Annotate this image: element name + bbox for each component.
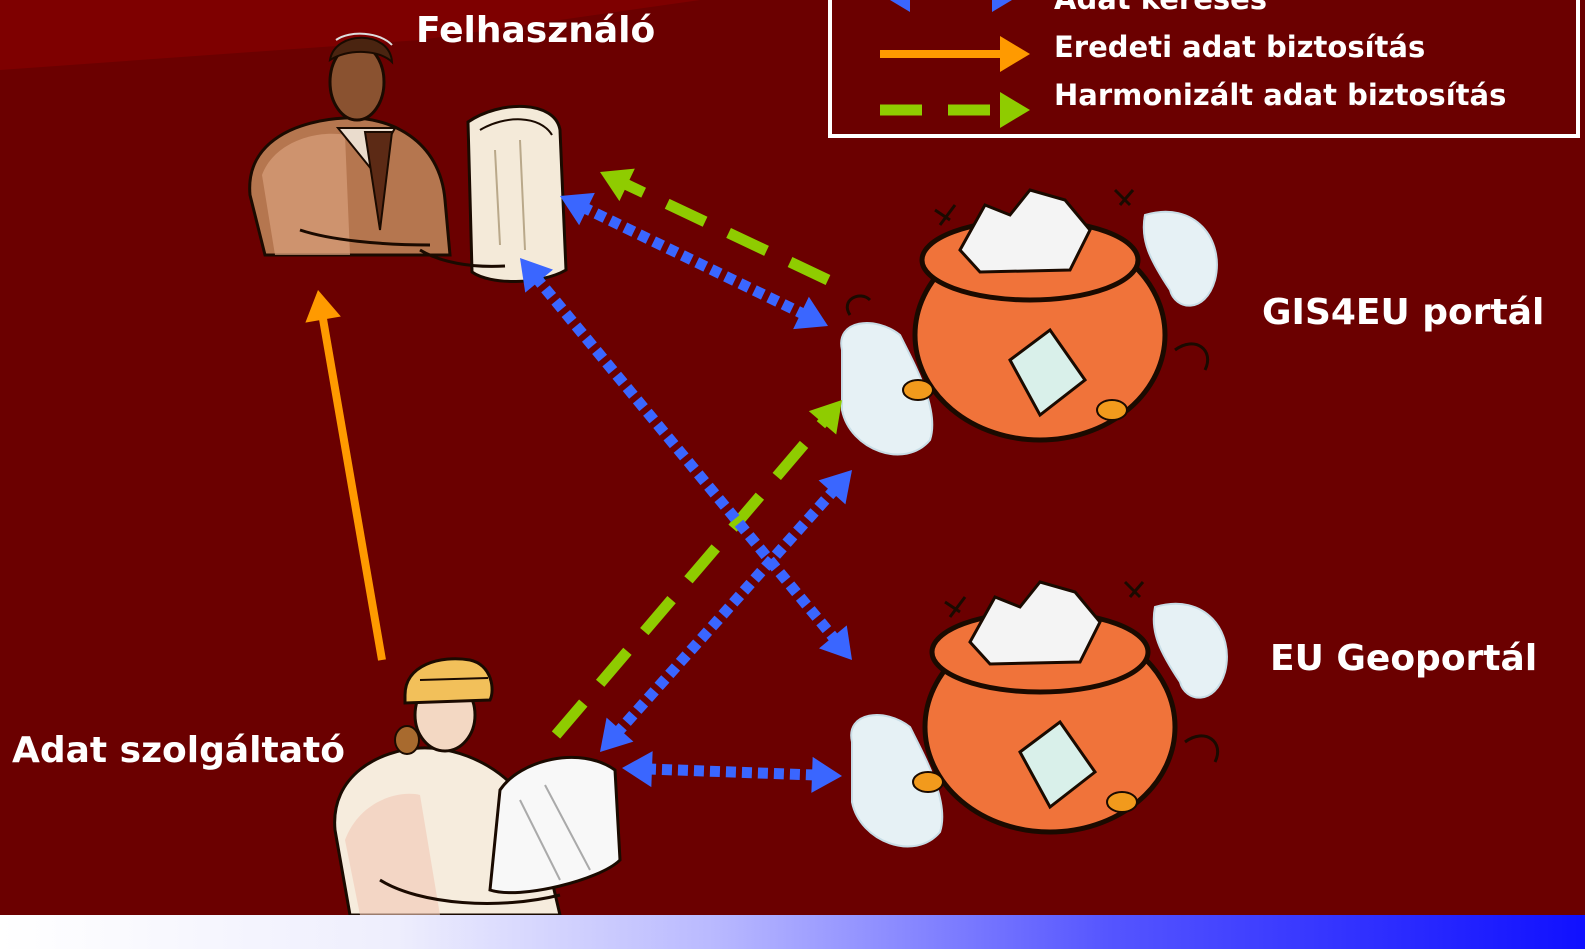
- edge-provider-eugeo-head: [811, 757, 842, 793]
- legend-item-harmonized: Harmonizált adat biztosítás: [832, 76, 1576, 116]
- user-icon: [250, 34, 566, 282]
- node-label-user: Felhasználó: [416, 10, 655, 51]
- legend: Adat keresés Eredeti adat biztosítás Har…: [828, 0, 1580, 138]
- legend-label-original: Eredeti adat biztosítás: [1054, 30, 1425, 64]
- edge-provider-user-head: [305, 290, 340, 323]
- legend-label-harmonized: Harmonizált adat biztosítás: [1054, 78, 1506, 112]
- edge-gis4eu-user-line: [622, 182, 828, 280]
- legend-item-original: Eredeti adat biztosítás: [832, 28, 1576, 68]
- node-label-gis4eu: GIS4EU portál: [1262, 292, 1544, 333]
- edge-provider-gis4eu-search-line: [616, 488, 836, 734]
- gis4eu-portal-icon: [841, 190, 1217, 454]
- provider-icon: [335, 659, 620, 915]
- legend-label-search: Adat keresés: [1054, 0, 1267, 16]
- edge-provider-gis4eu-head: [809, 400, 842, 435]
- node-label-provider: Adat szolgáltató: [12, 730, 345, 771]
- node-label-eugeo: EU Geoportál: [1270, 638, 1537, 679]
- bottom-gradient-bar: [0, 915, 1585, 949]
- edge-provider-eugeo-line: [646, 769, 818, 775]
- edge-provider-user-line: [322, 314, 382, 660]
- edge-provider-eugeo-tail-head: [622, 751, 653, 787]
- edge-user-gis4eu-line: [582, 206, 807, 315]
- eu-geoportal-icon: [851, 582, 1227, 846]
- connections: [305, 169, 852, 793]
- legend-item-search: Adat keresés: [832, 0, 1576, 20]
